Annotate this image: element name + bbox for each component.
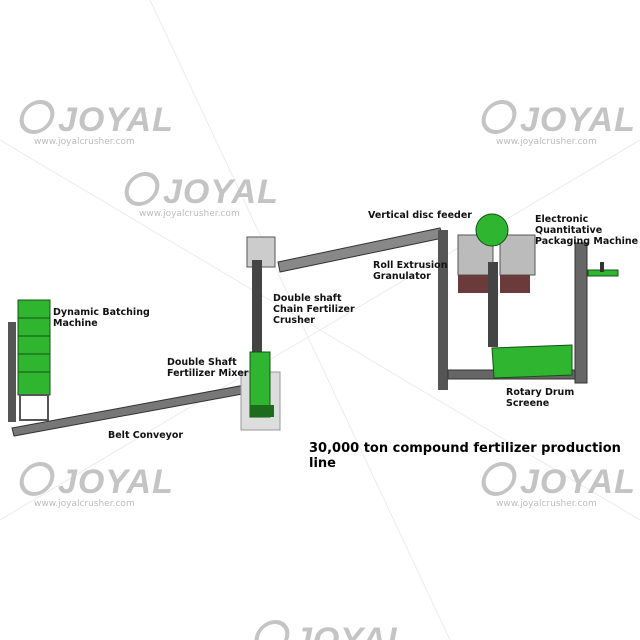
vertical-disc-feeder bbox=[475, 213, 509, 247]
roll-extrusion-granulator bbox=[438, 213, 536, 390]
joyal-logo-icon bbox=[16, 462, 58, 496]
rotary-drum-screen bbox=[491, 344, 573, 379]
watermark: JOYAL bbox=[251, 620, 409, 640]
joyal-logo-icon bbox=[121, 172, 163, 206]
label-disc-feeder: Vertical disc feeder bbox=[368, 210, 472, 221]
dynamic-batching-machine bbox=[8, 299, 51, 422]
joyal-logo-icon bbox=[16, 100, 58, 134]
joyal-logo-icon bbox=[478, 100, 520, 134]
label-belt-conveyor: Belt Conveyor bbox=[108, 430, 184, 441]
joyal-logo-icon bbox=[251, 620, 293, 640]
crusher-tower bbox=[240, 236, 281, 431]
diagram-title: 30,000 ton compound fertilizer productio… bbox=[309, 441, 621, 471]
packaging-machine bbox=[574, 242, 619, 384]
